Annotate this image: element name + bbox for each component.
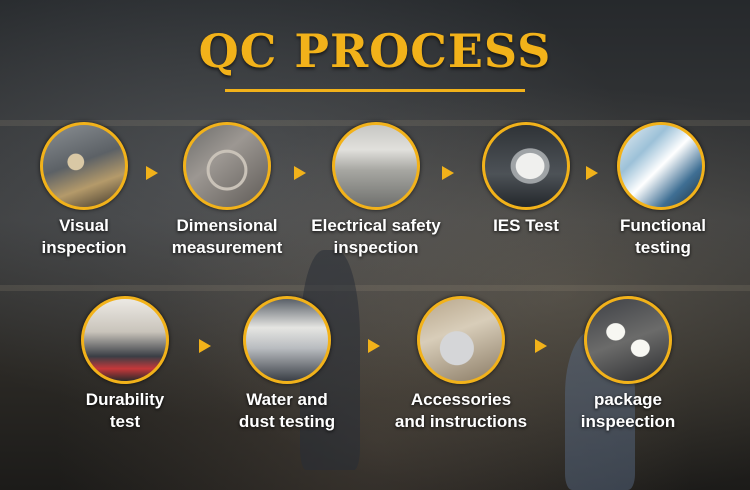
step-label-line1: Accessories	[410, 390, 512, 409]
arrow-icon	[442, 166, 454, 180]
step-photo	[417, 296, 505, 384]
step-photo	[243, 296, 331, 384]
step-label-line2: test	[109, 412, 141, 431]
step-package-inspection: package inspeection	[553, 296, 703, 446]
arrow-icon	[199, 339, 211, 353]
page-title: QC PROCESS	[198, 24, 552, 78]
step-label-line2: dust testing	[238, 412, 336, 431]
step-label: Water and dust testing	[212, 389, 362, 433]
step-label: Dimensional measurement	[152, 215, 302, 259]
step-durability-test: Durability test	[50, 296, 200, 446]
step-photo	[584, 296, 672, 384]
step-label-line2: inspection	[41, 238, 127, 257]
step-functional-testing: Functional testing	[588, 122, 738, 272]
step-ies-test: IES Test	[451, 122, 601, 272]
step-label-line2: inspeection	[580, 412, 676, 431]
step-label-line1: IES Test	[493, 216, 559, 235]
arrow-icon	[535, 339, 547, 353]
step-label-line2: measurement	[171, 238, 283, 257]
arrow-icon	[368, 339, 380, 353]
step-photo	[482, 122, 570, 210]
step-label: Durability test	[50, 389, 200, 433]
step-label-line2: inspection	[333, 238, 419, 257]
step-electrical-safety: Electrical safety inspection	[301, 122, 451, 272]
background-shelf	[0, 285, 750, 291]
arrow-icon	[294, 166, 306, 180]
step-dimensional-measurement: Dimensional measurement	[152, 122, 302, 272]
step-label: Electrical safety inspection	[301, 215, 451, 259]
step-label: package inspeection	[553, 389, 703, 433]
step-label-line1: Electrical safety	[311, 216, 441, 235]
step-visual-inspection: Visual inspection	[9, 122, 159, 272]
step-label-line1: Visual	[59, 216, 109, 235]
step-label-line1: Water and	[246, 390, 328, 409]
step-label: Accessories and instructions	[386, 389, 536, 433]
step-photo	[81, 296, 169, 384]
step-label: Functional testing	[588, 215, 738, 259]
arrow-icon	[146, 166, 158, 180]
step-water-dust-testing: Water and dust testing	[212, 296, 362, 446]
step-label-line2: and instructions	[394, 412, 528, 431]
step-label: IES Test	[451, 215, 601, 237]
step-photo	[332, 122, 420, 210]
step-photo	[183, 122, 271, 210]
step-label-line1: Durability	[85, 390, 165, 409]
step-label-line1: package	[593, 390, 663, 409]
step-label-line1: Dimensional	[176, 216, 278, 235]
arrow-icon	[586, 166, 598, 180]
step-accessories-instructions: Accessories and instructions	[386, 296, 536, 446]
step-photo	[617, 122, 705, 210]
step-label: Visual inspection	[9, 215, 159, 259]
step-label-line2: testing	[635, 238, 691, 257]
step-label-line1: Functional	[620, 216, 706, 235]
title-underline	[225, 89, 525, 92]
step-photo	[40, 122, 128, 210]
